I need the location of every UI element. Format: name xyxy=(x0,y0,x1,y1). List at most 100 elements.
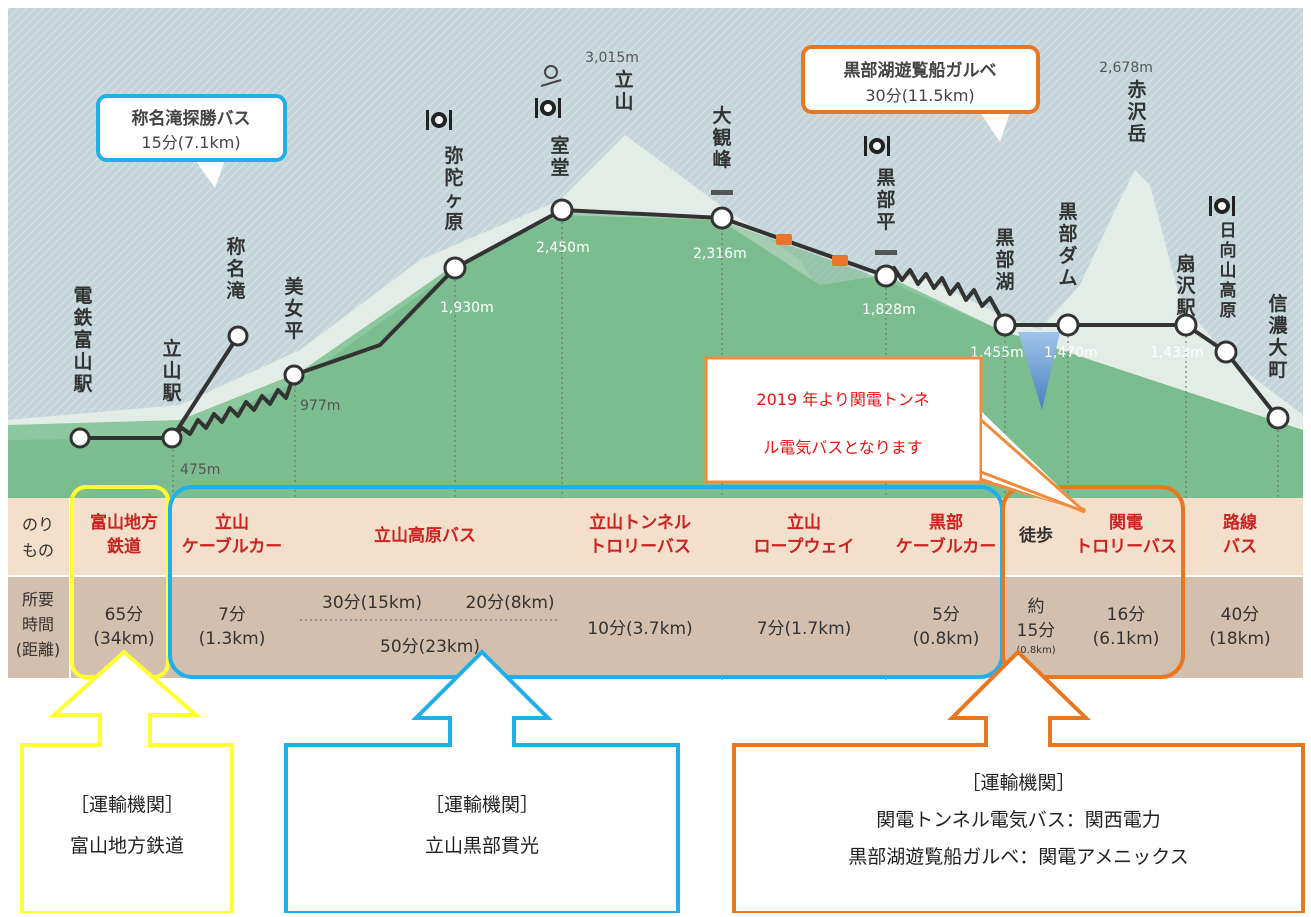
shomyo-bus-title: 称名滝探勝バス xyxy=(132,108,251,129)
mode-5-name2: ロープウェイ xyxy=(754,536,855,557)
tateyama-peak-elev: 3,015m xyxy=(585,50,639,66)
mode-1-time: 65分 xyxy=(105,605,144,625)
mode-4-name2: トロリーバス xyxy=(589,537,691,557)
kurobe-lake xyxy=(1018,332,1060,410)
row-header-vehicle-1: のり xyxy=(22,515,54,534)
callout-garbe: 黒部湖遊覧船ガルベ 30分(11.5km) xyxy=(801,45,1040,142)
station-label-kurobedaira: 黒部平 xyxy=(876,167,895,233)
station-node-ougisawa[interactable] xyxy=(1174,313,1198,337)
mode-4-time: 10分(3.7km) xyxy=(587,619,692,639)
station-node-kurobeko[interactable] xyxy=(993,313,1017,337)
station-label-shinano: 信濃大町 xyxy=(1268,292,1288,381)
elev-kurobeko: 1,455m xyxy=(970,345,1024,361)
ropeway-station-marker xyxy=(711,190,733,195)
row-header-time-1: 所要 xyxy=(22,590,54,609)
agency-name: 関電トンネル電気バス：関西電力 xyxy=(876,809,1161,831)
arrow-yellow xyxy=(20,649,234,915)
station-node-tateyama[interactable] xyxy=(161,427,183,449)
arrow-blue xyxy=(284,649,680,915)
elev-kurobedam: 1,470m xyxy=(1044,345,1098,361)
mode-8-name2: トロリーバス xyxy=(1075,537,1177,557)
shomyo-bus-sub: 15分(7.1km) xyxy=(141,133,240,152)
station-label-shomyo: 称名滝 xyxy=(226,235,245,302)
mode-6-name: 黒部 xyxy=(929,512,963,533)
restaurant-icon xyxy=(535,98,561,118)
mode-2-dist: (1.3km) xyxy=(199,629,266,649)
peak-label-tateyama: 立山 xyxy=(614,68,633,113)
station-label-tateyama: 立山駅 xyxy=(161,337,182,404)
garbe-sub: 30分(11.5km) xyxy=(865,86,974,105)
mode-3-time-a: 30分(15km) xyxy=(322,593,422,613)
mode-3-time-total: 50分(23km) xyxy=(380,637,480,657)
station-label-kurobedam: 黒部ダム xyxy=(1058,201,1077,289)
ropeway-car-icon xyxy=(832,255,848,266)
note-callout: 2019 年より関電トンネ ル電気バスとなります xyxy=(704,356,1086,514)
peak-label-akazawa: 赤沢岳 xyxy=(1127,79,1147,145)
station-node-daikanbo[interactable] xyxy=(710,206,734,230)
agency-box-blue: ［運輸機関］ 立山黒部貫光 xyxy=(290,790,674,858)
callout-shomyo-bus: 称名滝探勝バス 15分(7.1km) xyxy=(96,94,287,188)
station-label-dentetsu: 電鉄富山駅 xyxy=(72,285,93,395)
note-line-1: 2019 年より関電トンネ xyxy=(756,390,929,409)
elev-tateyama: 475m xyxy=(180,462,220,478)
ropeway-station-marker xyxy=(875,250,897,255)
station-node-bijodaira[interactable] xyxy=(283,364,305,386)
garbe-title: 黒部湖遊覧船ガルベ xyxy=(844,60,997,81)
mode-9-name2: バス xyxy=(1223,537,1257,557)
mode-8-time: 16分 xyxy=(1107,605,1146,625)
station-label-bijodaira: 美女平 xyxy=(284,275,304,342)
mode-9-name: 路線 xyxy=(1223,512,1257,533)
station-node-murodo[interactable] xyxy=(550,198,574,222)
elev-bijodaira: 977m xyxy=(300,398,340,414)
station-node-midagahara[interactable] xyxy=(443,256,467,280)
elev-ougisawa: 1,433m xyxy=(1150,345,1204,361)
mode-3-time-b: 20分(8km) xyxy=(465,593,554,613)
agency-label: ［運輸機関］ xyxy=(961,772,1076,794)
transport-table: のり もの 所要 時間 (距離) 富山地方 鉄道 立山 ケーブルカー 立山高原バ… xyxy=(8,498,1303,678)
mode-4-name: 立山トンネル xyxy=(589,512,691,533)
mode-3-name: 立山高原バス xyxy=(374,525,476,546)
route-line xyxy=(80,208,1280,440)
note-line-2: ル電気バスとなります xyxy=(763,438,923,457)
map-pin-icon xyxy=(540,65,562,87)
restaurant-icons xyxy=(426,65,1235,216)
mode-5-time: 7分(1.7km) xyxy=(757,619,852,639)
agency-label: ［運輸機関］ xyxy=(69,794,184,816)
station-label-hinatayama: 日向山高原 xyxy=(1220,221,1237,321)
mode-9-dist: (18km) xyxy=(1209,629,1270,649)
restaurant-icon xyxy=(864,136,890,156)
mode-8-name: 関電 xyxy=(1109,513,1143,533)
station-label-daikanbo: 大観峰 xyxy=(712,104,732,171)
station-label-kurobeko: 黒部湖 xyxy=(995,227,1014,293)
mode-7-time-b: 15分 xyxy=(1017,621,1056,641)
station-node-shinano[interactable] xyxy=(1266,406,1290,430)
mode-9-time: 40分 xyxy=(1221,605,1260,625)
elev-daikanbo: 2,316m xyxy=(693,246,747,262)
station-node-shomyo[interactable] xyxy=(227,325,249,347)
agency-box-yellow: ［運輸機関］ 富山地方鉄道 xyxy=(26,790,228,858)
station-node-kurobedaira[interactable] xyxy=(874,264,898,288)
mode-2-time: 7分 xyxy=(218,605,246,625)
restaurant-icon xyxy=(1209,196,1235,216)
station-node-kurobedam[interactable] xyxy=(1056,313,1080,337)
mode-7-name: 徒歩 xyxy=(1018,525,1053,546)
mode-6-dist: (0.8km) xyxy=(913,629,980,649)
mode-2-name2: ケーブルカー xyxy=(182,536,282,557)
elev-murodo: 2,450m xyxy=(536,240,590,256)
station-nodes xyxy=(69,198,1290,449)
mode-1-dist: (34km) xyxy=(93,629,154,649)
elev-midagahara: 1,930m xyxy=(440,300,494,316)
restaurant-icon xyxy=(426,110,452,130)
agency-name: 富山地方鉄道 xyxy=(69,835,184,857)
row-header-vehicle-2: もの xyxy=(22,541,54,560)
mode-6-time: 5分 xyxy=(932,605,960,625)
agency-box-orange: ［運輸機関］ 関電トンネル電気バス：関西電力 黒部湖遊覧船ガルベ：関電アメニック… xyxy=(738,768,1299,869)
station-node-dentetsu[interactable] xyxy=(69,427,91,449)
akazawa-peak-elev: 2,678m xyxy=(1099,60,1153,76)
station-label-murodo: 室堂 xyxy=(550,134,569,179)
mode-1-name2: 鉄道 xyxy=(107,536,141,557)
mode-7-dist: (0.8km) xyxy=(1016,645,1055,656)
station-node-hinatayama[interactable] xyxy=(1214,340,1238,364)
